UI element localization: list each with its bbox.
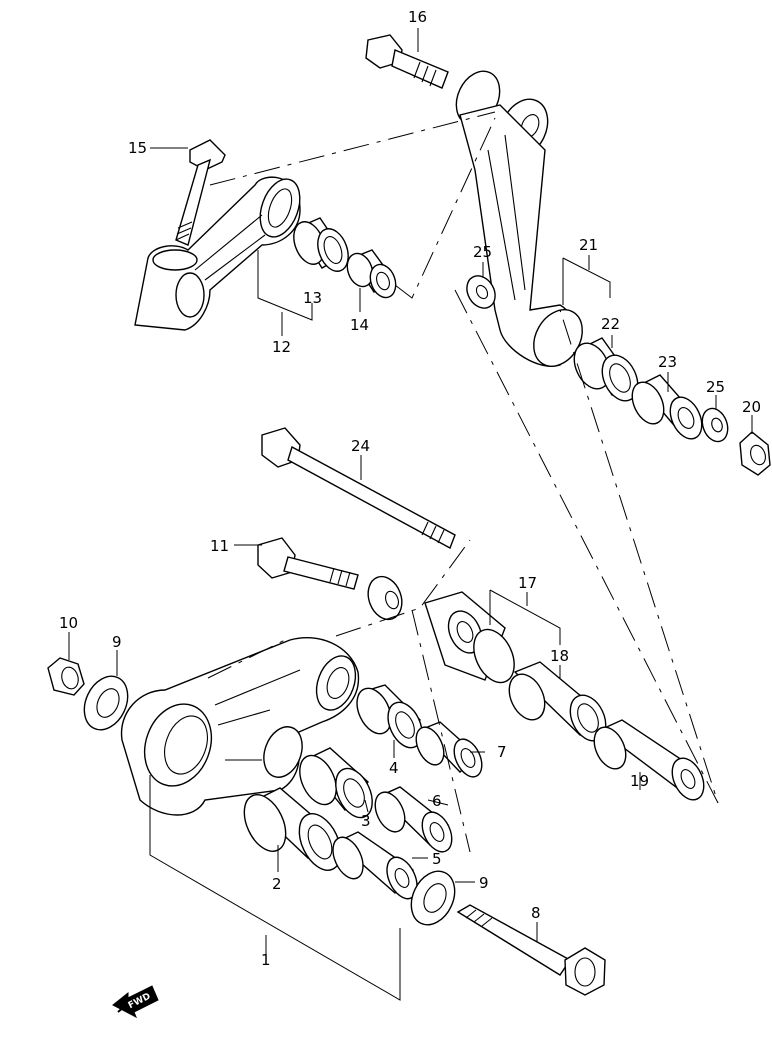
callout-13: 13 — [303, 289, 322, 307]
part-5-spacer — [332, 831, 418, 900]
callout-11: 11 — [210, 537, 229, 555]
part-16-bolt — [365, 34, 449, 89]
callout-10: 10 — [59, 614, 78, 632]
part-10-nut — [47, 657, 85, 696]
callout-9-right: 9 — [479, 874, 489, 892]
part-13-bearing-upper — [293, 217, 349, 272]
fwd-arrow-icon: FWD — [112, 985, 159, 1019]
callout-24: 24 — [351, 437, 370, 455]
part-25-washer-left — [466, 275, 496, 309]
callout-17: 17 — [518, 574, 537, 592]
callout-19: 19 — [630, 772, 649, 790]
callout-2: 2 — [272, 875, 282, 893]
part-18-bearing-long — [508, 661, 607, 742]
callout-numbers: 15 16 13 12 14 21 25 22 23 25 20 24 11 1… — [59, 8, 761, 969]
part-22-bearing-rod — [573, 337, 639, 402]
part-21-cushion-rod — [455, 70, 583, 367]
callout-7: 7 — [497, 743, 507, 761]
callout-6: 6 — [432, 792, 442, 810]
callout-8: 8 — [531, 904, 541, 922]
part-6-spacer — [374, 786, 453, 853]
callout-9-left: 9 — [112, 633, 122, 651]
callout-3: 3 — [361, 812, 371, 830]
callout-14: 14 — [350, 316, 369, 334]
part-8-bolt — [456, 904, 606, 996]
callout-21: 21 — [579, 236, 598, 254]
part-19-spacer-long — [593, 719, 705, 801]
callout-18: 18 — [550, 647, 569, 665]
callout-15: 15 — [128, 139, 147, 157]
part-17-collar-assembly — [367, 575, 515, 684]
part-23-spacer-rod — [631, 374, 703, 440]
part-11-bolt — [257, 537, 359, 590]
part-12-cushion-lever-arm — [134, 176, 301, 331]
callout-22: 22 — [601, 315, 620, 333]
callout-25-upper: 25 — [473, 243, 492, 261]
callout-23: 23 — [658, 353, 677, 371]
part-14-spacer-upper — [346, 249, 397, 299]
part-15-bolt — [175, 139, 226, 246]
part-4-bearing — [356, 684, 423, 749]
callout-1: 1 — [261, 951, 271, 969]
part-2-bearing — [243, 787, 342, 871]
part-9-washer-right — [410, 870, 456, 926]
part-7-spacer — [415, 721, 483, 778]
callout-4: 4 — [389, 759, 399, 777]
part-25-washer-right — [701, 407, 729, 443]
callout-25-right: 25 — [706, 378, 725, 396]
callout-20: 20 — [742, 398, 761, 416]
callout-16: 16 — [408, 8, 427, 26]
callout-5: 5 — [432, 850, 442, 868]
part-20-nut — [739, 431, 771, 476]
callout-leaders — [68, 28, 753, 1001]
callout-12: 12 — [272, 338, 291, 356]
part-24-long-bolt — [261, 427, 456, 549]
part-1-cushion-lever — [120, 636, 360, 816]
part-9-washer-left — [83, 675, 129, 731]
assembly-lines — [207, 111, 719, 853]
part-3-bearing — [299, 747, 373, 819]
